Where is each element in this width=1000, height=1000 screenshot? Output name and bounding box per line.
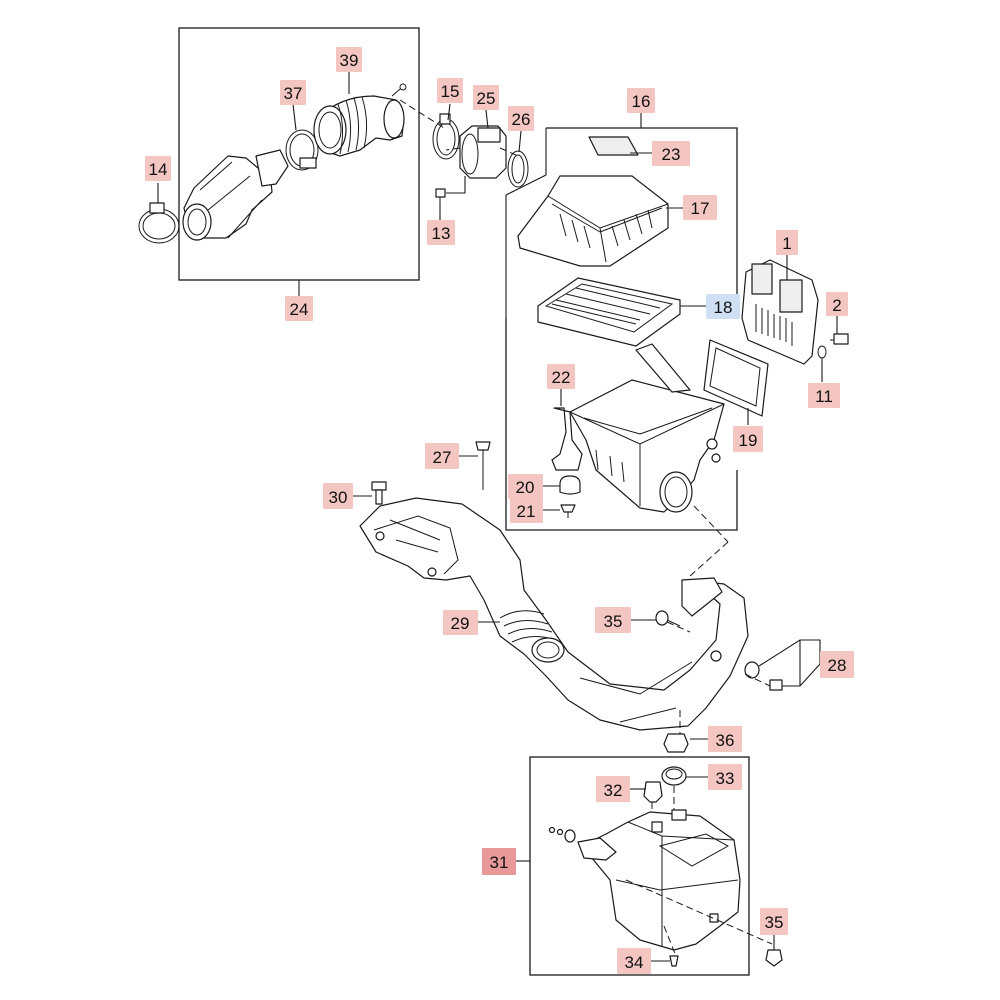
callout-28[interactable]: 28 [820,651,854,678]
svg-text:39: 39 [340,51,359,70]
hose-clamp-14 [138,208,180,244]
grommet-32 [643,781,663,803]
group-frame-31 [529,756,750,976]
assembly-connection-lines [399,99,771,734]
svg-text:32: 32 [604,781,623,800]
svg-text:20: 20 [516,478,535,497]
mass-air-flow-sensor-group [432,103,529,220]
callout-30[interactable]: 30 [323,483,353,509]
svg-text:35: 35 [765,913,784,932]
callout-37[interactable]: 37 [280,80,306,105]
svg-text:26: 26 [512,110,531,129]
callout-39[interactable]: 39 [336,47,362,72]
callout-23[interactable]: 23 [652,141,690,166]
washer-11 [817,345,827,359]
callout-35-lower[interactable]: 35 [760,908,788,935]
svg-text:24: 24 [290,300,309,319]
callout-21[interactable]: 21 [510,498,543,523]
callout-36[interactable]: 36 [708,726,742,752]
svg-text:14: 14 [149,160,168,179]
callout-29[interactable]: 29 [443,610,478,635]
svg-text:11: 11 [815,387,833,406]
callout-27[interactable]: 27 [425,443,459,469]
svg-text:25: 25 [477,89,496,108]
clip-27 [475,441,491,451]
grommet-20 [559,475,581,495]
svg-text:30: 30 [329,488,348,507]
group-frame-24 [178,27,420,281]
bolt-35-lower [765,949,783,967]
callout-26[interactable]: 26 [508,106,534,131]
svg-text:15: 15 [441,82,460,101]
bolt-30 [371,481,387,491]
svg-text:28: 28 [828,656,847,675]
bolt-13 [435,188,446,198]
svg-text:36: 36 [716,731,735,750]
cap-33 [661,766,687,786]
callout-17[interactable]: 17 [683,195,717,220]
svg-text:23: 23 [662,145,681,164]
svg-text:19: 19 [739,431,758,450]
bolt-28 [769,679,783,691]
hose-clamp-37 [285,129,319,171]
callout-18[interactable]: 18 [706,294,740,319]
callout-24[interactable]: 24 [285,296,313,321]
caution-label-23 [588,136,639,156]
resonator-tank-group [548,733,783,967]
cap-36 [663,733,689,753]
callout-33[interactable]: 33 [708,764,742,790]
air-cleaner-cover-17 [517,175,669,267]
callout-20[interactable]: 20 [508,474,543,499]
callout-32[interactable]: 32 [596,776,630,802]
ecu-module-group [741,254,849,382]
nut-28 [744,661,760,679]
bolt-2 [833,333,849,345]
callout-34[interactable]: 34 [617,948,651,974]
clip-34 [669,955,679,967]
svg-text:1: 1 [782,234,791,253]
callout-labels: 14 37 39 15 25 26 16 23 17 13 24 1 2 18 … [145,47,854,974]
intake-duct-assembly [138,70,407,244]
resonator-tank [581,811,741,951]
callout-22[interactable]: 22 [547,364,575,389]
callout-15[interactable]: 15 [437,78,463,103]
callout-31[interactable]: 31 [482,848,516,875]
bolt-35-upper [655,610,669,626]
group-frame-16 [546,127,738,312]
callout-13[interactable]: 13 [427,220,455,245]
svg-text:34: 34 [625,953,644,972]
svg-text:31: 31 [490,853,509,872]
callout-14[interactable]: 14 [145,156,171,181]
svg-text:13: 13 [432,224,451,243]
svg-text:37: 37 [284,84,303,103]
svg-text:21: 21 [517,502,536,521]
svg-text:33: 33 [716,769,735,788]
svg-text:27: 27 [433,448,452,467]
callout-11[interactable]: 11 [808,383,840,408]
callout-25[interactable]: 25 [473,85,499,110]
air-cleaner-assembly [517,136,769,518]
group-frames [178,27,750,976]
callout-16[interactable]: 16 [627,88,655,113]
bracket-22 [551,407,583,471]
callout-35-upper[interactable]: 35 [595,607,631,633]
svg-text:16: 16 [632,92,651,111]
o-ring-26 [507,150,529,188]
svg-text:18: 18 [714,298,733,317]
air-cleaner-lower-case [569,379,725,513]
svg-text:2: 2 [832,296,841,315]
air-filter-element-18 [537,277,681,347]
bushing-21 [560,504,576,513]
callout-1[interactable]: 1 [776,230,798,255]
svg-text:35: 35 [604,612,623,631]
resonator-duct-group [353,441,821,731]
air-cleaner-gasket-19 [703,339,769,417]
callout-19[interactable]: 19 [733,426,763,452]
svg-text:22: 22 [552,368,571,387]
svg-text:29: 29 [451,614,470,633]
callout-2[interactable]: 2 [826,292,848,316]
svg-text:17: 17 [691,199,710,218]
